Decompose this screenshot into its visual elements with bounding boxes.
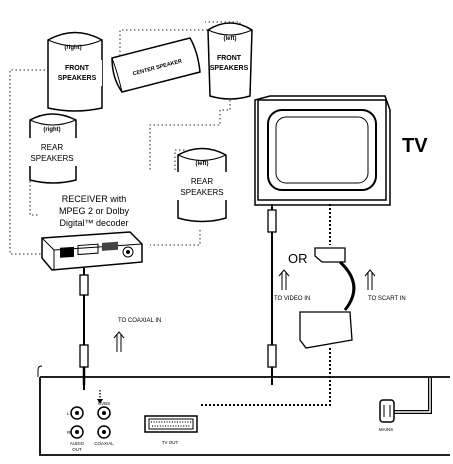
rear-right-label-2: SPEAKERS — [30, 154, 73, 163]
audio-out-label-1: AUDIO — [70, 441, 85, 446]
coaxial-cable — [79, 268, 89, 390]
dvd-back-panel: CVBS L R AUDIO OUT COAXIAL TV OUT MAINS — [37, 365, 450, 456]
to-scart-in-label: TO SCART IN — [368, 296, 406, 302]
receiver-label-1: RECEIVER with — [62, 194, 127, 204]
mains-label: MAINS — [379, 427, 393, 432]
rear-left-label-2: SPEAKERS — [180, 188, 223, 197]
tv-out-label: TV OUT — [162, 440, 179, 445]
front-left-label-1: FRONT — [217, 55, 242, 62]
front-right-side-label: (right) — [64, 45, 81, 51]
tv-label: TV — [402, 135, 428, 157]
r-label: R — [67, 430, 71, 435]
to-video-in-label: TO VIDEO IN — [274, 296, 310, 302]
l-label: L — [67, 411, 70, 416]
rear-left-speaker: (left) REAR SPEAKERS — [168, 147, 236, 223]
audio-out-label-2: OUT — [72, 447, 82, 452]
rear-left-side-label: (left) — [196, 161, 209, 167]
front-left-side-label: (left) — [224, 36, 237, 42]
front-right-speaker: (right) FRONT SPEAKERS — [47, 31, 103, 112]
to-coaxial-in-label: TO COAXIAL IN — [118, 318, 161, 324]
arrows — [113, 269, 376, 352]
rear-right-speaker: (right) REAR SPEAKERS — [18, 113, 86, 184]
video-cable — [267, 204, 277, 385]
cvbs-label: CVBS — [98, 401, 110, 406]
rear-left-label-1: REAR — [191, 177, 213, 186]
rear-right-label-1: REAR — [41, 143, 63, 152]
front-left-label-2: SPEAKERS — [210, 65, 249, 72]
front-right-label-1: FRONT — [65, 65, 90, 72]
tv: TV — [254, 95, 428, 206]
receiver-label-2: MPEG 2 or Dolby — [59, 206, 130, 216]
speaker-wires — [9, 21, 241, 255]
receiver-label-3: Digital™ decoder — [59, 218, 128, 228]
center-speaker: CENTER SPEAKER — [111, 37, 201, 93]
receiver: RECEIVER with MPEG 2 or Dolby Digital™ d… — [38, 190, 144, 271]
or-label: OR — [288, 251, 308, 266]
rear-right-side-label: (right) — [43, 127, 60, 133]
front-right-label-2: SPEAKERS — [58, 75, 97, 82]
front-left-speaker: (left) FRONT SPEAKERS — [207, 22, 253, 100]
coaxial-label: COAXIAL — [94, 441, 114, 446]
scart-cable — [200, 204, 356, 406]
